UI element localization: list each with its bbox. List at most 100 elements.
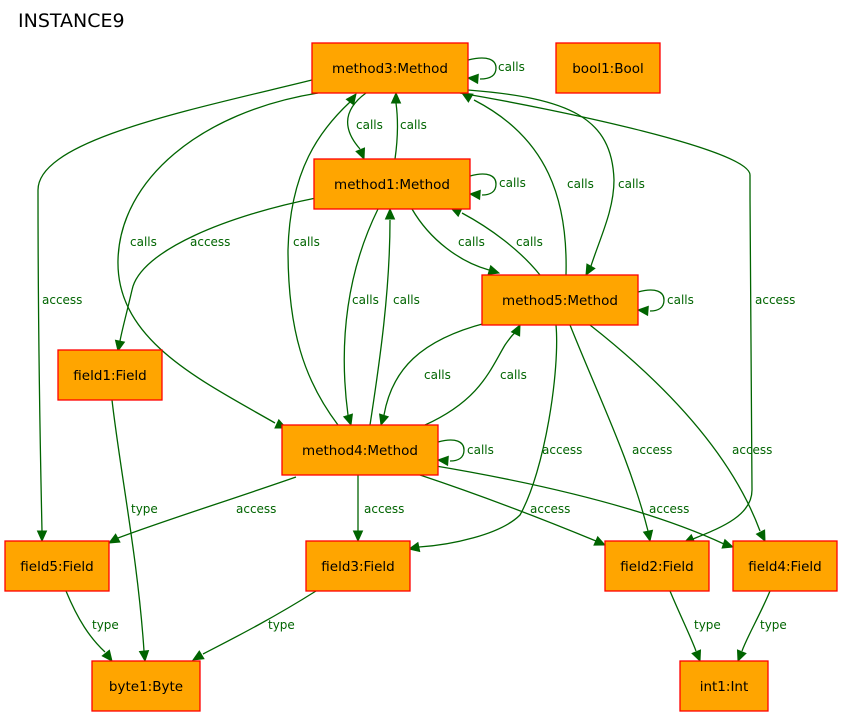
arrowhead: [691, 649, 702, 663]
node-int1[interactable]: int1:Int: [679, 660, 769, 712]
nodes-layer: method3:Method bool1:Bool method1:Method me…: [4, 42, 838, 712]
edge-method5-to-method4: calls: [379, 322, 487, 427]
edge-method3-to-method3: calls: [466, 57, 525, 85]
edge-label: calls: [458, 235, 485, 249]
edge-label: calls: [499, 176, 526, 190]
edge-method3-to-method4: calls: [117, 92, 319, 429]
edge-line: [343, 208, 379, 416]
edge-label: type: [268, 618, 295, 632]
node-method3[interactable]: method3:Method: [311, 42, 469, 94]
edge-line: [569, 324, 649, 532]
edge-line: [461, 212, 541, 276]
node-box: [481, 274, 639, 326]
node-box: [91, 660, 201, 712]
edge-method5-to-field2: access: [569, 324, 672, 543]
node-field3[interactable]: field3:Field: [305, 540, 411, 592]
edge-label: calls: [567, 177, 594, 191]
node-byte1[interactable]: byte1:Byte: [91, 660, 201, 712]
edge-line: [467, 57, 497, 80]
arrowhead: [585, 263, 596, 277]
edge-method4-to-field2: access: [419, 474, 607, 546]
node-label: method4:Method: [302, 443, 418, 459]
node-bool1[interactable]: bool1:Bool: [555, 42, 661, 94]
edge-label: calls: [356, 118, 383, 132]
edge-label: access: [236, 502, 276, 516]
edge-line: [411, 208, 490, 271]
edge-label: calls: [130, 235, 157, 249]
edge-method1-to-method5: calls: [411, 208, 501, 275]
node-box: [679, 660, 769, 712]
arrowhead: [636, 305, 649, 317]
arrowhead: [107, 533, 121, 544]
edge-label: access: [42, 293, 82, 307]
arrowhead: [355, 147, 366, 161]
arrowhead: [466, 73, 479, 85]
edge-line: [287, 101, 351, 426]
edge-field3-to-byte1: type: [191, 590, 317, 661]
edge-label: type: [694, 618, 721, 632]
node-method1[interactable]: method1:Method: [313, 158, 471, 210]
edge-line: [459, 92, 753, 540]
node-method4[interactable]: method4:Method: [281, 424, 439, 476]
edge-method5-to-method3: calls: [460, 92, 594, 276]
edge-method1-to-method3: calls: [390, 91, 427, 160]
edge-method1-to-method1: calls: [468, 173, 526, 201]
edge-label: calls: [498, 60, 525, 74]
edge-method3-to-method5: calls: [467, 89, 645, 277]
node-label: method1:Method: [334, 177, 450, 193]
edge-line: [741, 590, 771, 652]
node-method5[interactable]: method5:Method: [481, 274, 639, 326]
edge-label: type: [760, 618, 787, 632]
edge-line: [429, 464, 725, 545]
edge-method4-to-method4: calls: [436, 439, 494, 467]
node-field1[interactable]: field1:Field: [57, 349, 163, 401]
node-box: [281, 424, 439, 476]
edge-label: access: [755, 293, 795, 307]
node-field5[interactable]: field5:Field: [4, 540, 110, 592]
edge-label: type: [131, 502, 158, 516]
node-field4[interactable]: field4:Field: [732, 540, 838, 592]
arrowhead: [642, 529, 654, 543]
node-box: [311, 42, 469, 94]
node-box: [555, 42, 661, 94]
edge-field4-to-int1: type: [736, 590, 787, 663]
edge-label: calls: [467, 443, 494, 457]
arrowhead: [342, 413, 353, 427]
edge-label: calls: [424, 368, 451, 382]
edge-label: calls: [618, 177, 645, 191]
edge-field2-to-int1: type: [669, 590, 721, 663]
edge-method5-to-method5: calls: [636, 289, 694, 317]
edge-line: [117, 476, 297, 539]
edge-line: [669, 590, 697, 652]
node-label: field3:Field: [321, 559, 394, 575]
node-box: [57, 349, 163, 401]
arrowhead: [468, 189, 481, 201]
edge-label: access: [530, 502, 570, 516]
arrowhead: [191, 650, 205, 661]
node-label: int1:Int: [700, 679, 749, 695]
edge-line: [418, 324, 558, 548]
edge-label: access: [542, 443, 582, 457]
edge-field5-to-byte1: type: [65, 590, 119, 662]
node-box: [313, 158, 471, 210]
edge-line: [469, 173, 497, 196]
edge-method4-to-field3: access: [352, 475, 404, 543]
edges-layer: calls calls calls calls calls calls calls calls…: [36, 57, 795, 663]
node-label: method5:Method: [502, 293, 618, 309]
edge-line: [111, 399, 145, 652]
edge-field1-to-byte1: type: [111, 399, 158, 663]
node-box: [305, 540, 411, 592]
edge-method4-to-field5: access: [107, 476, 297, 544]
node-label: field1:Field: [73, 368, 146, 384]
edge-line: [467, 89, 615, 267]
node-label: field5:Field: [20, 559, 93, 575]
edge-label: calls: [516, 235, 543, 249]
edge-line: [347, 92, 367, 150]
arrowhead: [379, 413, 390, 427]
edge-line: [394, 102, 399, 160]
edge-method4-to-method1: calls: [369, 207, 420, 426]
arrowhead: [114, 339, 126, 353]
edge-label: access: [649, 502, 689, 516]
node-field2[interactable]: field2:Field: [604, 540, 710, 592]
